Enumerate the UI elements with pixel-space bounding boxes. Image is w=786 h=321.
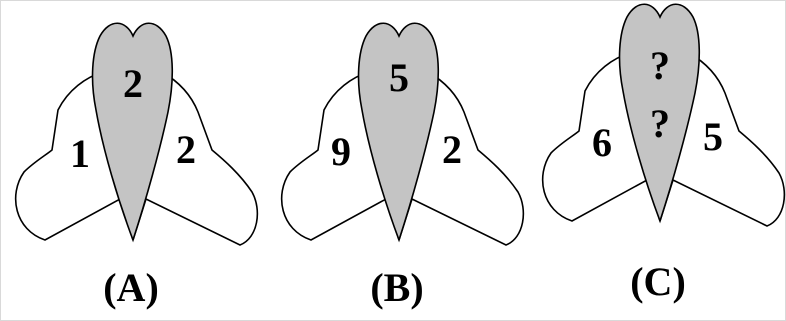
figure-b: 5 9 2 (B): [266, 0, 528, 321]
figure-c: ? ? 6 5 (C): [527, 0, 786, 321]
left-wing-number: 1: [70, 131, 90, 176]
right-wing-number: 2: [176, 127, 196, 172]
figure-caption: (B): [370, 265, 424, 310]
figure-a-shape: [15, 22, 259, 246]
figure-a: 2 1 2 (A): [0, 0, 262, 321]
heart-shape: [357, 22, 440, 243]
heart-shape: [91, 22, 174, 243]
heart-question-top: ?: [650, 43, 670, 88]
heart-question-bottom: ?: [650, 101, 670, 146]
figure-b-shape: [281, 22, 525, 246]
heart-number: 2: [123, 61, 143, 106]
left-wing-number: 6: [592, 120, 612, 165]
right-wing-number: 5: [703, 114, 723, 159]
figure-caption: (C): [630, 259, 686, 304]
heart-shape: [618, 3, 701, 224]
left-wing-number: 9: [331, 129, 351, 174]
figure-caption: (A): [103, 265, 159, 310]
right-wing-number: 2: [442, 127, 462, 172]
figure-c-shape: [542, 3, 786, 227]
heart-number: 5: [389, 55, 409, 100]
